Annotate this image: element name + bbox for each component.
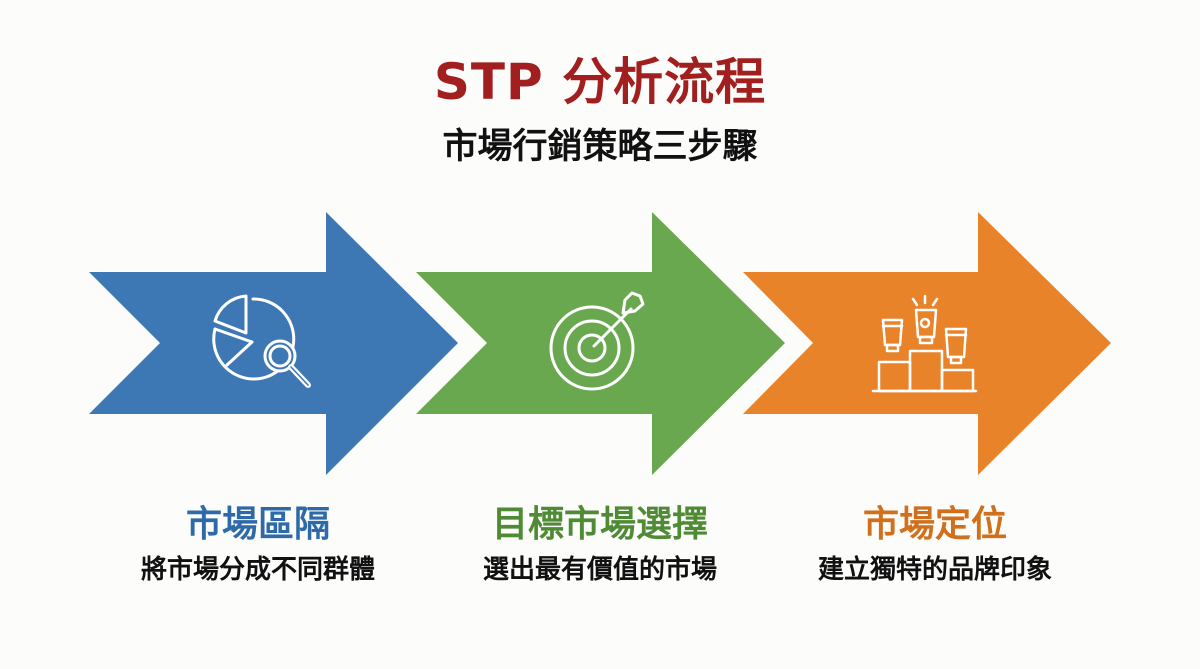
- diagram-title: STP 分析流程: [433, 53, 767, 111]
- step-3-text: 市場定位 建立獨特的品牌印象: [770, 502, 1100, 588]
- step-2-arrow: [416, 212, 785, 475]
- step-1-text: 市場區隔 將市場分成不同群體: [93, 502, 423, 588]
- step-2-label: 目標市場選擇: [491, 504, 708, 545]
- target-arrow-icon: [549, 291, 645, 391]
- diagram-subtitle: 市場行銷策略三步驟: [442, 127, 758, 167]
- step-2-description: 選出最有價值的市場: [482, 555, 717, 585]
- pie-chart-magnifier-icon: [212, 294, 311, 388]
- step-3-label: 市場定位: [862, 504, 1007, 545]
- step-1-description: 將市場分成不同群體: [140, 555, 375, 585]
- step-1-label: 市場區隔: [185, 504, 330, 545]
- step-2-text: 目標市場選擇 選出最有價值的市場: [435, 502, 765, 588]
- podium-products-icon: [871, 294, 978, 393]
- step-3-description: 建立獨特的品牌印象: [817, 555, 1052, 585]
